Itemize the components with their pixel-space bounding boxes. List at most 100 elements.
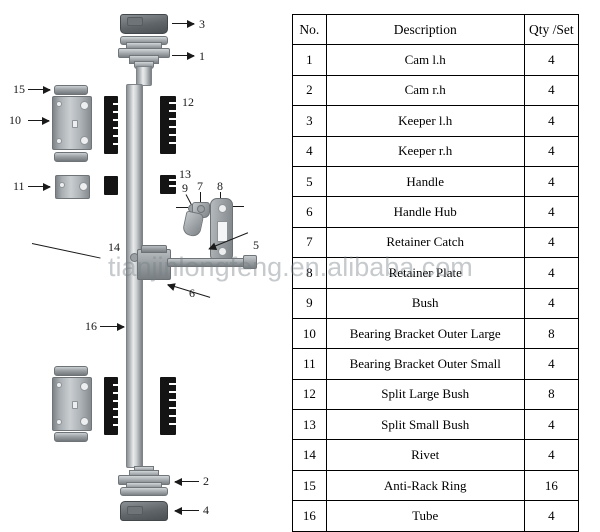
cell-no: 10 xyxy=(292,317,327,350)
cell-description: Anti-Rack Ring xyxy=(325,469,525,502)
leader-line-9-tick xyxy=(176,207,188,208)
cell-no: 14 xyxy=(292,439,327,471)
leader-line-14 xyxy=(31,243,101,259)
part-split-large-bush-upper xyxy=(160,96,176,154)
callout-14: 14 xyxy=(108,240,120,254)
part-cam-rh xyxy=(118,466,170,498)
part-anti-rack-ring-upper-1 xyxy=(54,85,88,95)
part-keeper-lh-notch xyxy=(127,17,143,26)
cell-no: 6 xyxy=(292,196,327,228)
cell-no: 11 xyxy=(292,348,327,380)
cell-qty: 4 xyxy=(523,348,580,380)
leader-line-8 xyxy=(220,192,221,202)
header-description: Description xyxy=(325,13,525,46)
cell-qty: 4 xyxy=(523,196,580,228)
part-split-bush-left-upper xyxy=(104,96,118,154)
cell-qty: 4 xyxy=(523,257,580,289)
part-cam-lh xyxy=(118,36,170,86)
cell-description: Retainer Plate xyxy=(325,257,525,289)
cell-description: Handle Hub xyxy=(325,196,525,228)
cell-qty: 4 xyxy=(523,105,580,137)
cell-qty: 4 xyxy=(523,165,580,198)
cell-no: 3 xyxy=(292,105,327,137)
cell-qty: 4 xyxy=(523,287,580,319)
part-anti-rack-ring-upper-2 xyxy=(54,152,88,162)
cell-qty: 4 xyxy=(523,226,580,259)
header-no: No. xyxy=(292,13,327,46)
part-anti-rack-ring-lower-1 xyxy=(54,366,88,376)
cell-no: 13 xyxy=(292,409,327,441)
part-handle-end xyxy=(243,255,257,269)
callout-7: 7 xyxy=(197,179,203,193)
cell-qty: 4 xyxy=(523,44,580,76)
part-handle-hub-top xyxy=(141,245,167,253)
callout-6: 6 xyxy=(189,286,195,300)
cell-description: Rivet xyxy=(325,439,525,471)
part-handle xyxy=(167,258,251,267)
cell-description: Cam l.h xyxy=(325,44,525,76)
callout-16: 16 xyxy=(85,319,97,333)
cell-qty: 4 xyxy=(523,409,580,441)
cell-qty: 8 xyxy=(523,378,580,411)
cell-description: Retainer Catch xyxy=(325,226,525,259)
part-split-large-bush-lower xyxy=(160,377,176,435)
leader-line-4 xyxy=(174,506,199,515)
part-bearing-bracket-outer-large-upper xyxy=(52,96,92,150)
cell-no: 4 xyxy=(292,135,327,167)
cell-no: 2 xyxy=(292,74,327,107)
callout-3: 3 xyxy=(199,17,205,31)
callout-1: 1 xyxy=(199,49,205,63)
cell-description: Bearing Bracket Outer Large xyxy=(325,317,525,350)
callout-11: 11 xyxy=(13,179,25,193)
cell-qty: 16 xyxy=(523,469,580,502)
cell-qty: 4 xyxy=(523,74,580,107)
cell-no: 1 xyxy=(292,44,327,76)
cell-no: 7 xyxy=(292,226,327,259)
cell-qty: 4 xyxy=(523,439,580,471)
leader-line-2 xyxy=(174,477,199,486)
callout-5: 5 xyxy=(253,238,259,252)
cell-no: 5 xyxy=(292,165,327,198)
callout-2: 2 xyxy=(203,474,209,488)
cell-no: 12 xyxy=(292,378,327,411)
callout-15: 15 xyxy=(13,82,25,96)
leader-line-11 xyxy=(28,182,51,191)
exploded-assembly-diagram: 3 1 16 15 10 xyxy=(0,0,290,530)
part-keeper-rh-notch xyxy=(127,506,143,515)
cell-qty: 4 xyxy=(523,500,580,532)
cell-qty: 4 xyxy=(523,135,580,167)
cell-description: Handle xyxy=(325,165,525,198)
cell-no: 15 xyxy=(292,469,327,502)
leader-line-plate-tick xyxy=(233,206,244,207)
cell-qty: 8 xyxy=(523,317,580,350)
leader-line-10 xyxy=(28,116,50,125)
leader-line-7 xyxy=(200,192,201,202)
cell-description: Keeper l.h xyxy=(325,105,525,137)
cell-description: Split Large Bush xyxy=(325,378,525,411)
cell-description: Bush xyxy=(325,287,525,319)
leader-line-16 xyxy=(100,322,125,331)
callout-8: 8 xyxy=(217,179,223,193)
part-retainer-plate xyxy=(210,198,233,262)
cell-description: Keeper r.h xyxy=(325,135,525,167)
cell-no: 8 xyxy=(292,257,327,289)
cell-description: Tube xyxy=(325,500,525,532)
part-retainer-catch-pivot xyxy=(197,205,205,213)
part-bearing-bracket-outer-large-lower xyxy=(52,377,92,431)
